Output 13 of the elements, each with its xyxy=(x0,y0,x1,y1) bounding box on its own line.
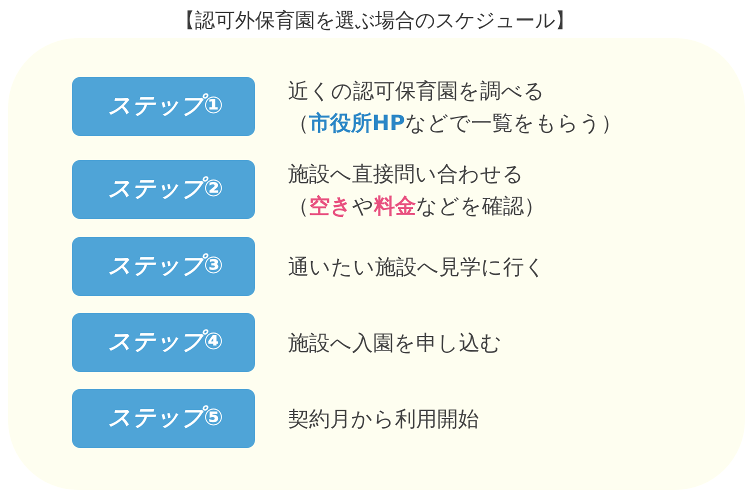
step-box: ステップ① xyxy=(72,77,255,136)
step-note: （市役所HPなどで一覧をもらう） xyxy=(288,110,622,136)
step-description: 施設へ入園を申し込む xyxy=(288,330,502,356)
step-box: ステップ⑤ xyxy=(72,389,255,448)
step-description: 通いたい施設へ見学に行く xyxy=(288,254,546,280)
title: 【認可外保育園を選ぶ場合のスケジュール】 xyxy=(175,7,575,34)
step-description: 施設へ直接問い合わせる xyxy=(288,160,524,188)
step-box: ステップ④ xyxy=(72,313,255,372)
step-description: 契約月から利用開始 xyxy=(288,406,479,432)
step-description: 近くの認可保育園を調べる xyxy=(288,78,545,104)
step-note: （空きや料金などを確認） xyxy=(288,192,545,220)
step-box: ステップ③ xyxy=(72,237,255,296)
step-box: ステップ② xyxy=(72,160,255,219)
